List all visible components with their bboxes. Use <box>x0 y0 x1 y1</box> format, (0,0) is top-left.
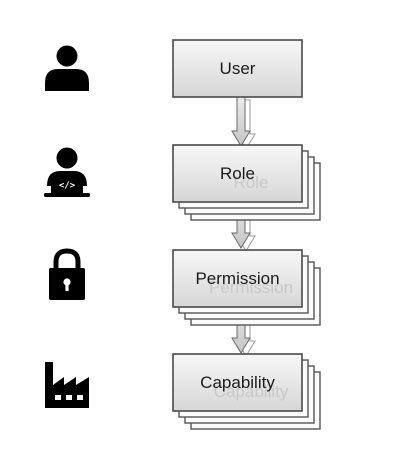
user-icon <box>45 45 89 91</box>
node-label-permission: Permission <box>195 269 279 288</box>
padlock-icon <box>49 248 85 300</box>
node-permission: Permission Permission <box>172 249 321 326</box>
developer-laptop-icon: </> <box>44 147 90 197</box>
node-ghost-label-role: Role <box>234 173 269 192</box>
factory-icon <box>45 362 89 408</box>
node-role: Role Role <box>172 144 321 221</box>
node-ghost-label-permission: Permission <box>209 278 293 297</box>
arrow-user-to-role <box>231 96 256 150</box>
svg-text:</>: </> <box>59 181 76 191</box>
node-capability: Capability Capability <box>172 353 321 430</box>
node-label-capability: Capability <box>200 373 275 392</box>
node-label-user: User <box>220 59 256 78</box>
node-ghost-label-capability: Capability <box>214 382 289 401</box>
node-user: User <box>172 39 303 98</box>
node-label-role: Role <box>220 164 255 183</box>
